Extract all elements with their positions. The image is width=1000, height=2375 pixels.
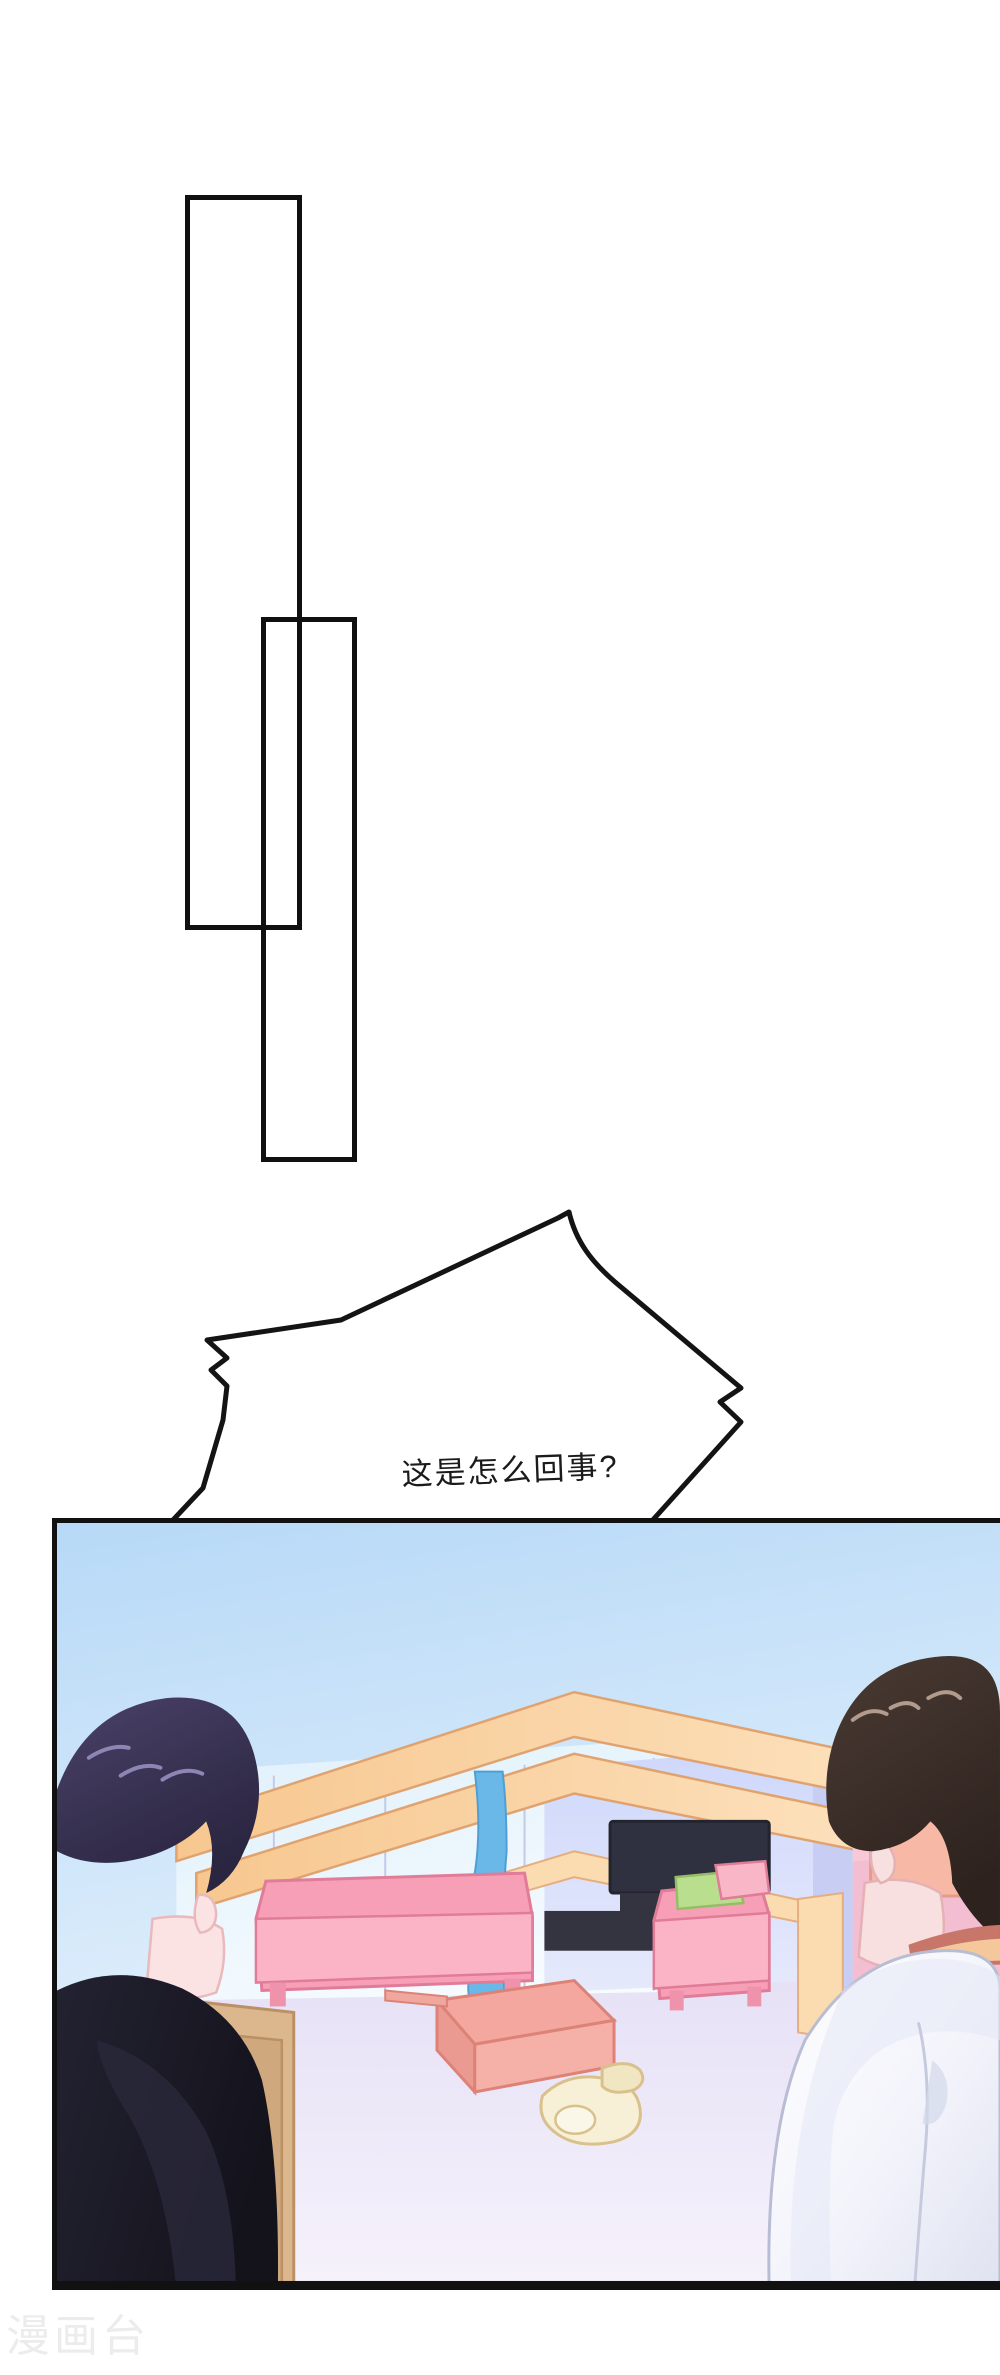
right-character-hair-highlights: [850, 1690, 963, 1722]
left-character-fold: [96, 2040, 236, 2285]
crumpled-paper-small: [600, 2062, 645, 2094]
right-character-jacket-fold: [913, 2021, 929, 2285]
panel-bottom-edge: [57, 2280, 1000, 2285]
paper-highlight: [554, 2104, 597, 2135]
right-character: [767, 1656, 1000, 2285]
right-character-jacket-shade: [790, 1958, 1000, 2285]
pink-cushion: [714, 1859, 771, 1901]
armchair-leg-left: [669, 1990, 684, 2011]
armchair-leg-right: [747, 1986, 762, 2007]
left-character-ear: [193, 1893, 218, 1935]
left-character-hair: [57, 1697, 260, 1894]
site-watermark: 漫画台: [6, 2312, 150, 2361]
comic-art-panel: [52, 1518, 1000, 2290]
sofa-seat: [254, 1911, 534, 1984]
left-character-hair-highlights: [86, 1744, 205, 1782]
right-character-jacket-shadow: [922, 2060, 948, 2125]
sofa-leg-left: [269, 1982, 286, 2007]
armchair-seat: [652, 1911, 771, 1990]
living-room-illustration: [57, 1523, 1000, 2285]
right-character-hair: [826, 1656, 1000, 1941]
abstract-frame-rect-right: [261, 617, 357, 1162]
left-character: [57, 1697, 279, 2285]
abstract-frame-rect-left: [185, 195, 302, 930]
coffee-table-rail: [384, 1989, 448, 2008]
